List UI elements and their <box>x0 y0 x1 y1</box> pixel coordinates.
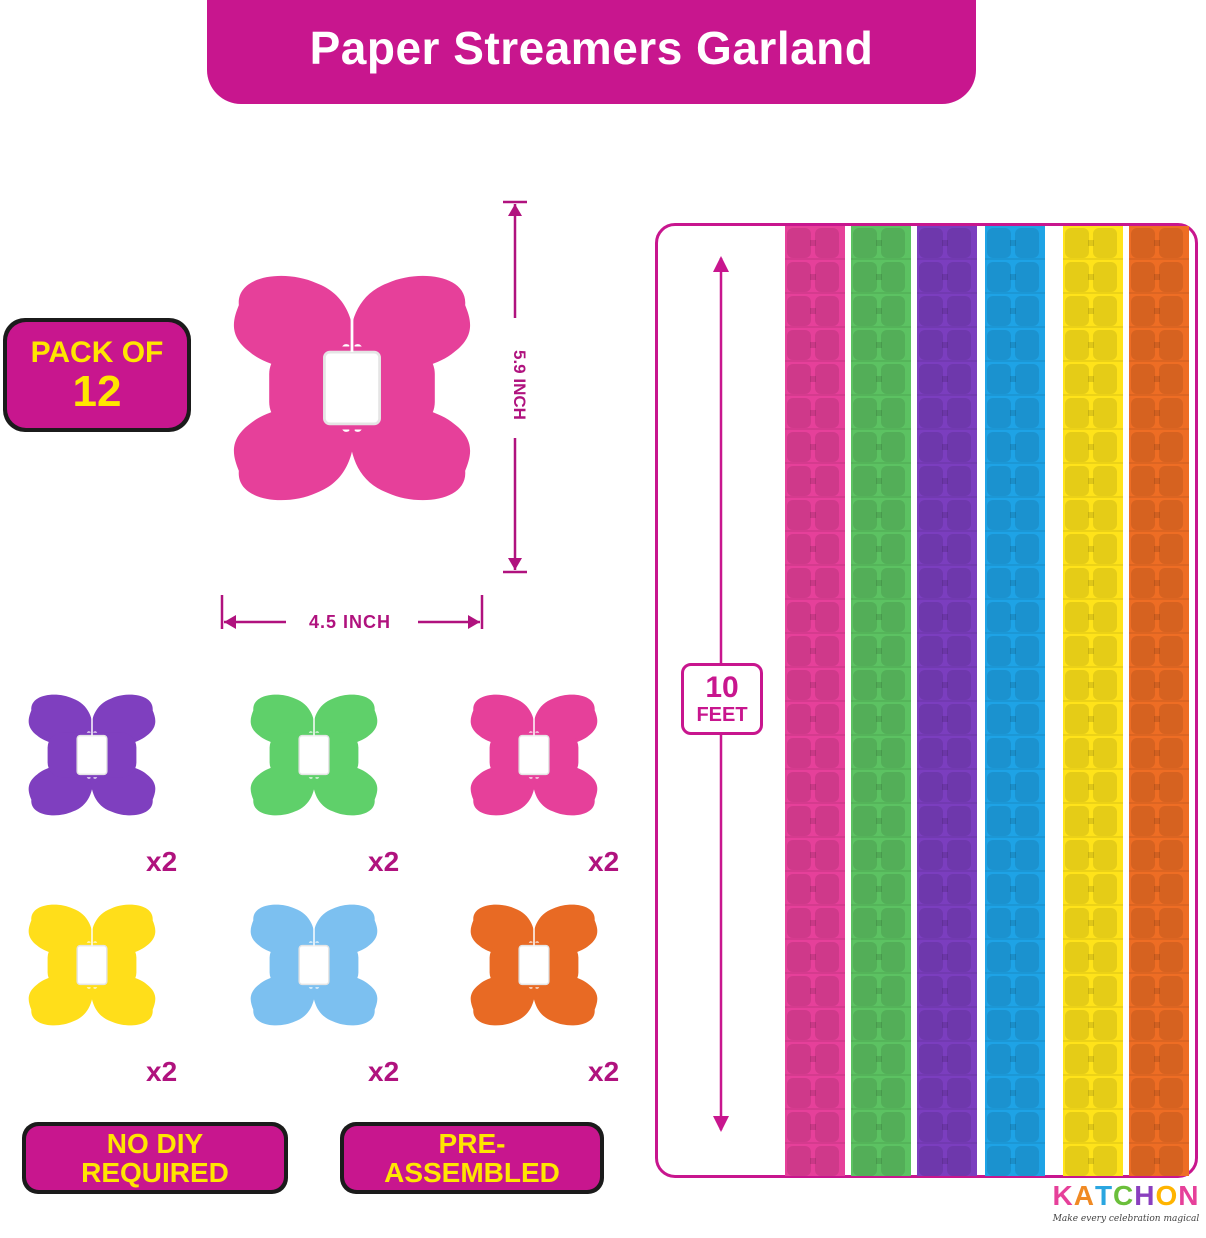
pack-badge: PACK OF 12 <box>3 318 191 432</box>
piece-count-4: x2 <box>146 1056 178 1087</box>
length-frame <box>655 223 1198 1178</box>
garland-strip-5 <box>1063 226 1123 1176</box>
garland-piece-5 <box>249 903 379 1027</box>
piece-count-6: x2 <box>588 1056 620 1087</box>
no-diy-line1: NO DIY <box>106 1128 204 1159</box>
width-dimension-arrow <box>220 595 484 629</box>
brand-logo: KATCHON Make every celebration magical <box>1046 1180 1206 1238</box>
height-label: 5.9 INCH <box>510 350 529 420</box>
length-label: 10 FEET <box>681 663 763 735</box>
piece-count-5: x2 <box>368 1056 400 1087</box>
piece-count-3: x2 <box>588 846 620 877</box>
length-value: 10 <box>705 671 739 704</box>
pre-assembled-line2: ASSEMBLED <box>384 1157 560 1188</box>
height-dimension-arrow <box>503 200 527 574</box>
garland-piece-3 <box>469 693 599 817</box>
main-piece-image <box>231 273 473 503</box>
garland-piece-1 <box>27 693 157 817</box>
piece-count-1: x2 <box>146 846 178 877</box>
pack-badge-count: 12 <box>72 367 122 416</box>
length-unit: FEET <box>696 704 748 726</box>
width-label: 4.5 INCH <box>308 612 392 632</box>
garland-strip-4 <box>985 226 1045 1176</box>
pack-badge-line1: PACK OF <box>30 336 164 369</box>
no-diy-line2: REQUIRED <box>81 1157 229 1188</box>
garland-strip-3 <box>917 226 977 1176</box>
garland-piece-6 <box>469 903 599 1027</box>
garland-strip-6 <box>1129 226 1189 1176</box>
title-banner: Paper Streamers Garland <box>207 0 976 104</box>
brand-tagline: Make every celebration magical <box>1052 1214 1200 1224</box>
garland-piece-2 <box>249 693 379 817</box>
pre-assembled-line1: PRE- <box>438 1128 506 1159</box>
piece-count-2: x2 <box>368 846 400 877</box>
garland-strip-1 <box>785 226 845 1176</box>
brand-name: KATCHON <box>1052 1180 1200 1211</box>
garland-strip-2 <box>851 226 911 1176</box>
no-diy-badge: NO DIY REQUIRED <box>22 1122 288 1194</box>
garland-piece-4 <box>27 903 157 1027</box>
banner-title: Paper Streamers Garland <box>309 22 874 74</box>
pre-assembled-badge: PRE- ASSEMBLED <box>340 1122 604 1194</box>
